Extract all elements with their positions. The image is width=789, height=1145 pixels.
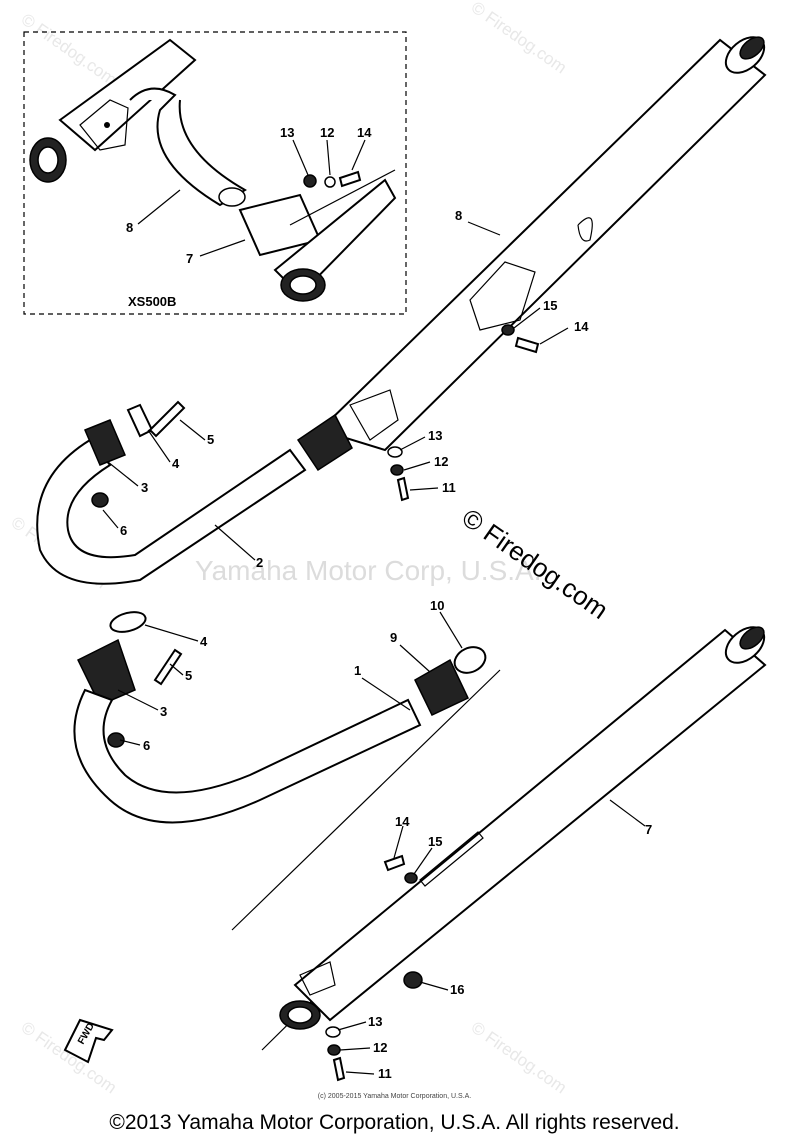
upper-assembly: 8 15 14 5 4 3 6 13 12 11 2: [36, 36, 767, 585]
nut-6-lower: [107, 732, 125, 748]
watermarks: © Firedog.com © Firedog.com © Firedog.co…: [8, 0, 614, 1097]
callout-10: 10: [430, 598, 444, 613]
nut-12-upper: [390, 464, 404, 476]
inset-xs500b: 13 12 14 8 7 XS500B: [23, 31, 407, 315]
inset-bolt-14: [338, 170, 362, 188]
small-credit: (c) 2005-2015 Yamaha Motor Corporation, …: [317, 1093, 472, 1100]
pipe-2-bracket: [349, 389, 399, 441]
callout-6-upper: 6: [120, 523, 127, 538]
exhaust-flange-upper: [84, 419, 126, 466]
exhaust-flange-lower: [76, 638, 136, 706]
washer-13-lower: [325, 1026, 341, 1038]
ring-10: [453, 646, 487, 674]
washer-13-upper: [387, 446, 403, 458]
washer-15-upper: [501, 324, 515, 336]
callout-3-lower: 3: [160, 704, 167, 719]
callout-1: 1: [354, 663, 361, 678]
callout-8: 8: [455, 208, 462, 223]
callout-12-upper: 12: [434, 454, 448, 469]
muffler-7-strap: [419, 831, 484, 887]
callout-inset-12: 12: [320, 125, 334, 140]
callout-4-lower: 4: [200, 634, 208, 649]
callout-inset-8: 8: [126, 220, 133, 235]
callout-5-upper: 5: [207, 432, 214, 447]
watermark-top-right: © Firedog.com: [468, 0, 570, 77]
inset-bracket: [79, 99, 129, 151]
watermark-brand: Yamaha Motor Corp, U.S.A.: [195, 555, 542, 586]
washer-15-lower: [404, 872, 418, 884]
exhaust-pipe-2: [36, 438, 307, 585]
fwd-arrow-icon: FWD: [63, 1018, 114, 1064]
callout-2: 2: [256, 555, 263, 570]
callout-inset-7: 7: [186, 251, 193, 266]
callout-4-upper: 4: [172, 456, 180, 471]
bolt-11-lower: [332, 1056, 346, 1082]
bolt-11-upper: [396, 476, 410, 502]
stud-5-upper: [148, 400, 186, 438]
inset-s-pipe: [129, 87, 247, 207]
inset-label: XS500B: [128, 294, 176, 309]
callout-14-lower: 14: [395, 814, 410, 829]
joint-collar-upper: [296, 413, 353, 472]
callout-inset-14: 14: [357, 125, 372, 140]
nut-16: [403, 971, 423, 989]
callout-14-upper: 14: [574, 319, 589, 334]
muffler-8: [318, 38, 767, 452]
callout-9: 9: [390, 630, 397, 645]
callout-inset-13: 13: [280, 125, 294, 140]
callout-11-upper: 11: [442, 480, 456, 495]
callout-5-lower: 5: [185, 668, 192, 683]
callout-12-lower: 12: [373, 1040, 387, 1055]
inset-washer-13: [303, 174, 317, 188]
callout-15-upper: 15: [543, 298, 557, 313]
nut-12-lower: [327, 1044, 341, 1056]
bolt-14-lower: [383, 854, 406, 872]
watermark-top-left: © Firedog.com: [18, 10, 120, 90]
bolt-14-upper: [514, 336, 540, 354]
inset-frame: [23, 31, 407, 315]
callout-15-lower: 15: [428, 834, 442, 849]
muffler-8-bracket-tab: [577, 217, 593, 242]
muffler-7-bracket: [299, 961, 336, 996]
gasket-4-lower: [109, 611, 147, 633]
callout-11-lower: 11: [378, 1066, 392, 1081]
callout-3-upper: 3: [141, 480, 148, 495]
callout-13-upper: 13: [428, 428, 442, 443]
exhaust-pipe-1: [73, 688, 422, 824]
callout-7: 7: [645, 822, 652, 837]
inset-nut-12: [324, 176, 336, 188]
muffler-7: [293, 628, 767, 1022]
callout-13-lower: 13: [368, 1014, 382, 1029]
inset-upper-tube: [58, 38, 197, 152]
callout-6-lower: 6: [143, 738, 150, 753]
lower-assembly: 4 5 3 6 1 9 10 7 14 15 16 13 12 11: [73, 598, 767, 1082]
copyright-footer: ©2013 Yamaha Motor Corporation, U.S.A. A…: [109, 1111, 680, 1134]
callout-16: 16: [450, 982, 464, 997]
muffler-8-mount-bracket: [469, 261, 536, 331]
joint-9: [414, 658, 469, 716]
watermark-bottom-right: © Firedog.com: [468, 1018, 570, 1098]
nut-6-upper: [91, 492, 109, 508]
stud-5-lower: [153, 648, 183, 686]
